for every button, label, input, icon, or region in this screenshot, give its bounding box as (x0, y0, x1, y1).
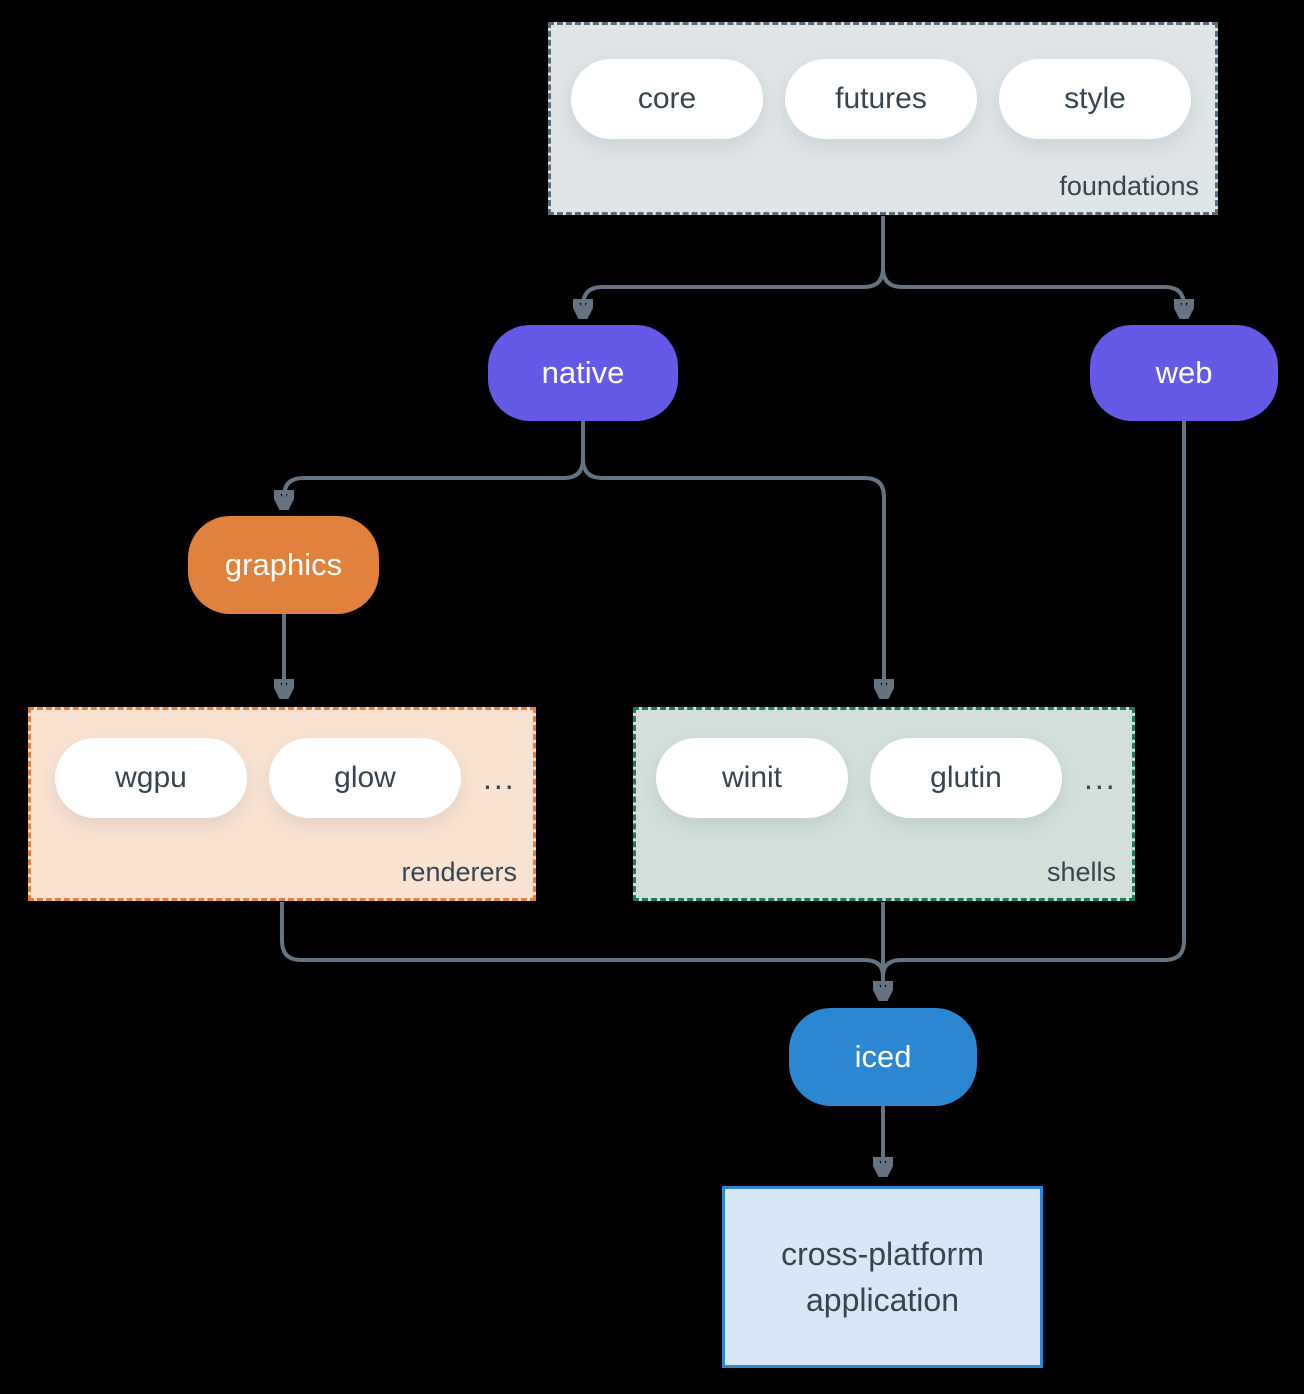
foundations-label: foundations (1059, 171, 1199, 201)
shells-group: winit glutin ... shells (633, 707, 1135, 901)
pill-glutin: glutin (870, 738, 1062, 818)
node-web: web (1090, 325, 1278, 421)
edge-native-shells (581, 458, 884, 696)
edge-native-graphics (284, 421, 585, 507)
node-iced: iced (789, 1008, 977, 1106)
pill-futures: futures (785, 59, 977, 139)
node-native: native (488, 325, 678, 421)
node-graphics: graphics (188, 516, 379, 614)
edge-renderers-merge (280, 902, 885, 977)
node-cross-platform-application: cross-platform application (722, 1186, 1043, 1368)
foundations-group: core futures style foundations (548, 22, 1218, 215)
pill-glow: glow (269, 738, 461, 818)
renderers-group: wgpu glow ... renderers (28, 707, 536, 901)
shells-label: shells (1046, 857, 1116, 887)
edge-web-merge (881, 421, 1186, 977)
pill-wgpu: wgpu (55, 738, 247, 818)
pill-style: style (999, 59, 1191, 139)
shells-ellipsis: ... (1084, 759, 1117, 796)
renderers-label: renderers (401, 857, 517, 887)
edge-foundations-native (583, 216, 885, 316)
pill-core: core (571, 59, 763, 139)
edge-foundations-web (881, 267, 1184, 316)
renderers-ellipsis: ... (483, 759, 516, 796)
pill-winit: winit (656, 738, 848, 818)
